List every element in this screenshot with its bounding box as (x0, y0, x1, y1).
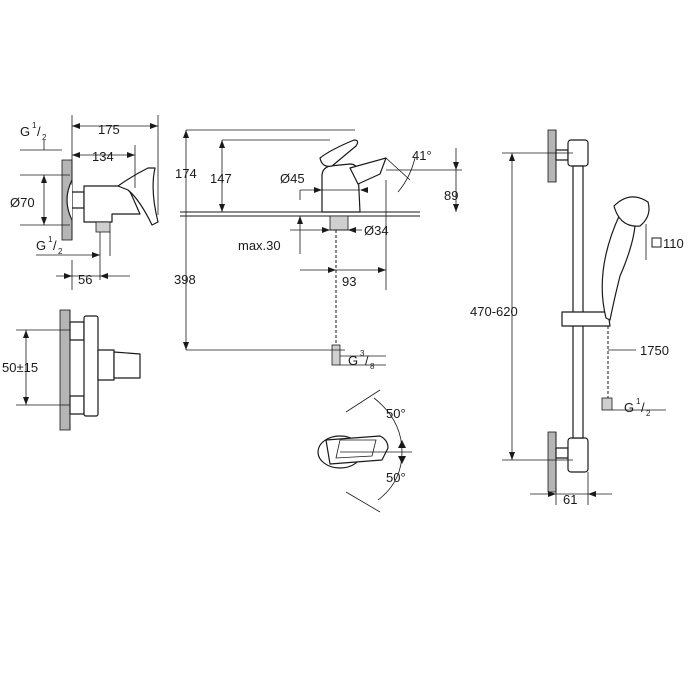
s-union-connector (71, 191, 85, 209)
bracket-bottom-cap (567, 437, 589, 473)
s-union-top (69, 321, 85, 341)
thread-top-num: 1 (32, 121, 37, 130)
bracket-top (555, 149, 569, 161)
basin-mixer-top-view: 50° 50° (317, 389, 412, 513)
dim-max-thickness: max.30 (238, 238, 281, 253)
hose-thread-den: 8 (370, 362, 375, 371)
rail-thread-num: 1 (636, 397, 641, 406)
rotation-up-angle: 50° (386, 406, 406, 421)
rail-thread-den: 2 (646, 409, 651, 418)
rail-thread-base: G (624, 400, 634, 415)
thread-bottom-den: 2 (58, 247, 63, 256)
hose-connector (601, 397, 613, 411)
dim-spout-height: 147 (210, 171, 232, 186)
basin-mixer-side-view (180, 139, 420, 366)
dim-diameter: Ø70 (10, 195, 35, 210)
shower-mixer-front-view (59, 309, 141, 431)
shower-rail-set (547, 129, 650, 493)
rail (572, 165, 584, 439)
mixer-lever (117, 167, 159, 226)
dim-hose-length: 1750 (640, 343, 669, 358)
hose-thread-base: G (348, 353, 358, 368)
dim-wall-offset: 61 (563, 492, 577, 507)
mixer-front-valve (97, 349, 115, 381)
rotation-down-angle: 50° (386, 470, 406, 485)
outlet-nut (95, 221, 111, 233)
basin-spout (349, 157, 387, 185)
hose-end (331, 344, 341, 366)
svg-text:/: / (365, 353, 369, 368)
dim-overall-depth: 175 (98, 122, 120, 137)
dim-outlet-offset: 56 (78, 272, 92, 287)
thread-bottom-base: G (36, 238, 46, 253)
hose-thread-num: 3 (360, 349, 365, 358)
dim-base-diameter: Ø34 (364, 223, 389, 238)
top-view-lever (325, 435, 389, 465)
svg-text:/: / (53, 238, 57, 253)
basin-lever (319, 139, 359, 167)
thread-top-den: 2 (42, 133, 47, 142)
shower-rail-dimensions: 470-620 110 1750 G 1 / 2 61 (470, 152, 684, 507)
dim-overall-height: 174 (175, 166, 197, 181)
wall-top (547, 129, 557, 183)
dim-head-size: 110 (663, 236, 684, 251)
shower-head (613, 196, 650, 227)
escutcheon (66, 179, 73, 221)
thread-top-base: G (20, 124, 30, 139)
dim-spout-angle: 41° (412, 148, 432, 163)
svg-text:/: / (641, 400, 645, 415)
slider (561, 311, 611, 327)
connection-spacing-dimension: 50±15 (2, 329, 70, 406)
square-symbol (651, 237, 662, 248)
wall-bottom (547, 431, 557, 493)
s-union-bottom (69, 395, 85, 415)
dim-connection-spacing: 50±15 (2, 360, 38, 375)
dim-reach: 93 (342, 274, 356, 289)
wall-section-front (59, 309, 71, 431)
fixing-shank (329, 215, 349, 231)
dim-below-deck: 398 (174, 272, 196, 287)
thread-bottom-num: 1 (48, 235, 53, 244)
mixer-front-body (83, 315, 99, 417)
shower-mixer-side-view (61, 159, 159, 241)
dim-spout-reach-height: 89 (444, 188, 458, 203)
dim-body-depth: 134 (92, 149, 114, 164)
dim-rail-length: 470-620 (470, 304, 518, 319)
dim-body-diameter: Ø45 (280, 171, 305, 186)
shower-mixer-dimensions: 175 134 G 1 / 2 Ø70 G 1 / 2 56 (10, 115, 159, 290)
basin-mixer-dimensions: 174 147 Ø45 41° 89 Ø34 max.30 (174, 129, 462, 371)
bracket-bottom (555, 447, 569, 459)
mixer-front-lever (113, 351, 141, 379)
svg-text:/: / (37, 124, 41, 139)
